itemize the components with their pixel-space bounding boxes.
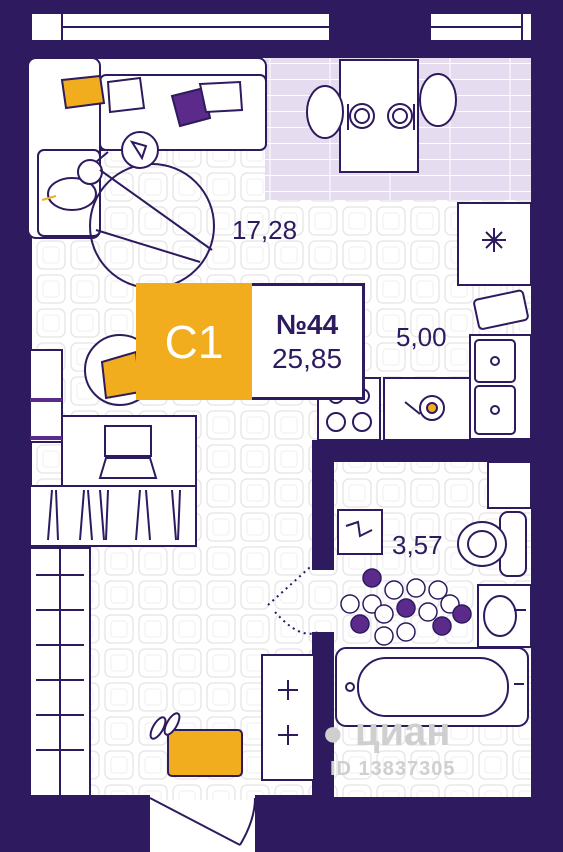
washing-machine-icon (261, 654, 315, 781)
slippers-icon (149, 712, 181, 740)
watermark-pin-icon: ● (322, 712, 344, 753)
windows (61, 11, 523, 43)
towel-icon (337, 509, 383, 555)
lamp-icon (121, 131, 159, 169)
bathroom-area: 3,57 (392, 530, 443, 560)
unit-type-code: С1 (136, 283, 252, 400)
watermark-id: ID 13837305 (330, 758, 456, 780)
desk-shelf (29, 349, 63, 443)
entrance-door (149, 797, 256, 846)
watermark-logo: ● циан (322, 710, 450, 755)
kitchen-area: 5,00 (396, 322, 447, 352)
sink-icon (383, 377, 471, 441)
unit-total-area: 25,85 (271, 342, 343, 374)
unicorn-toy-icon (41, 151, 109, 211)
bathroom-shelf (487, 461, 532, 509)
unit-number: №44 (275, 308, 339, 340)
bathroom-door-swing (267, 559, 319, 635)
bath-mat-dots (340, 568, 472, 646)
watermark-brand: циан (354, 710, 451, 754)
bathtub-icon (335, 647, 529, 727)
living-room-area: 17,28 (232, 215, 298, 245)
pillows (60, 74, 244, 128)
doormat-icon (167, 729, 243, 777)
unit-badge: С1 №44 25,85 (136, 283, 365, 400)
hangers (36, 489, 181, 751)
washbasin-icon (477, 584, 532, 648)
dining-table-icon (306, 59, 457, 173)
kitchen-counter (457, 202, 532, 440)
interior-walls (312, 440, 532, 802)
toilet-icon (457, 511, 527, 577)
unit-info: №44 25,85 (252, 283, 365, 400)
laptop-icon (98, 425, 158, 479)
